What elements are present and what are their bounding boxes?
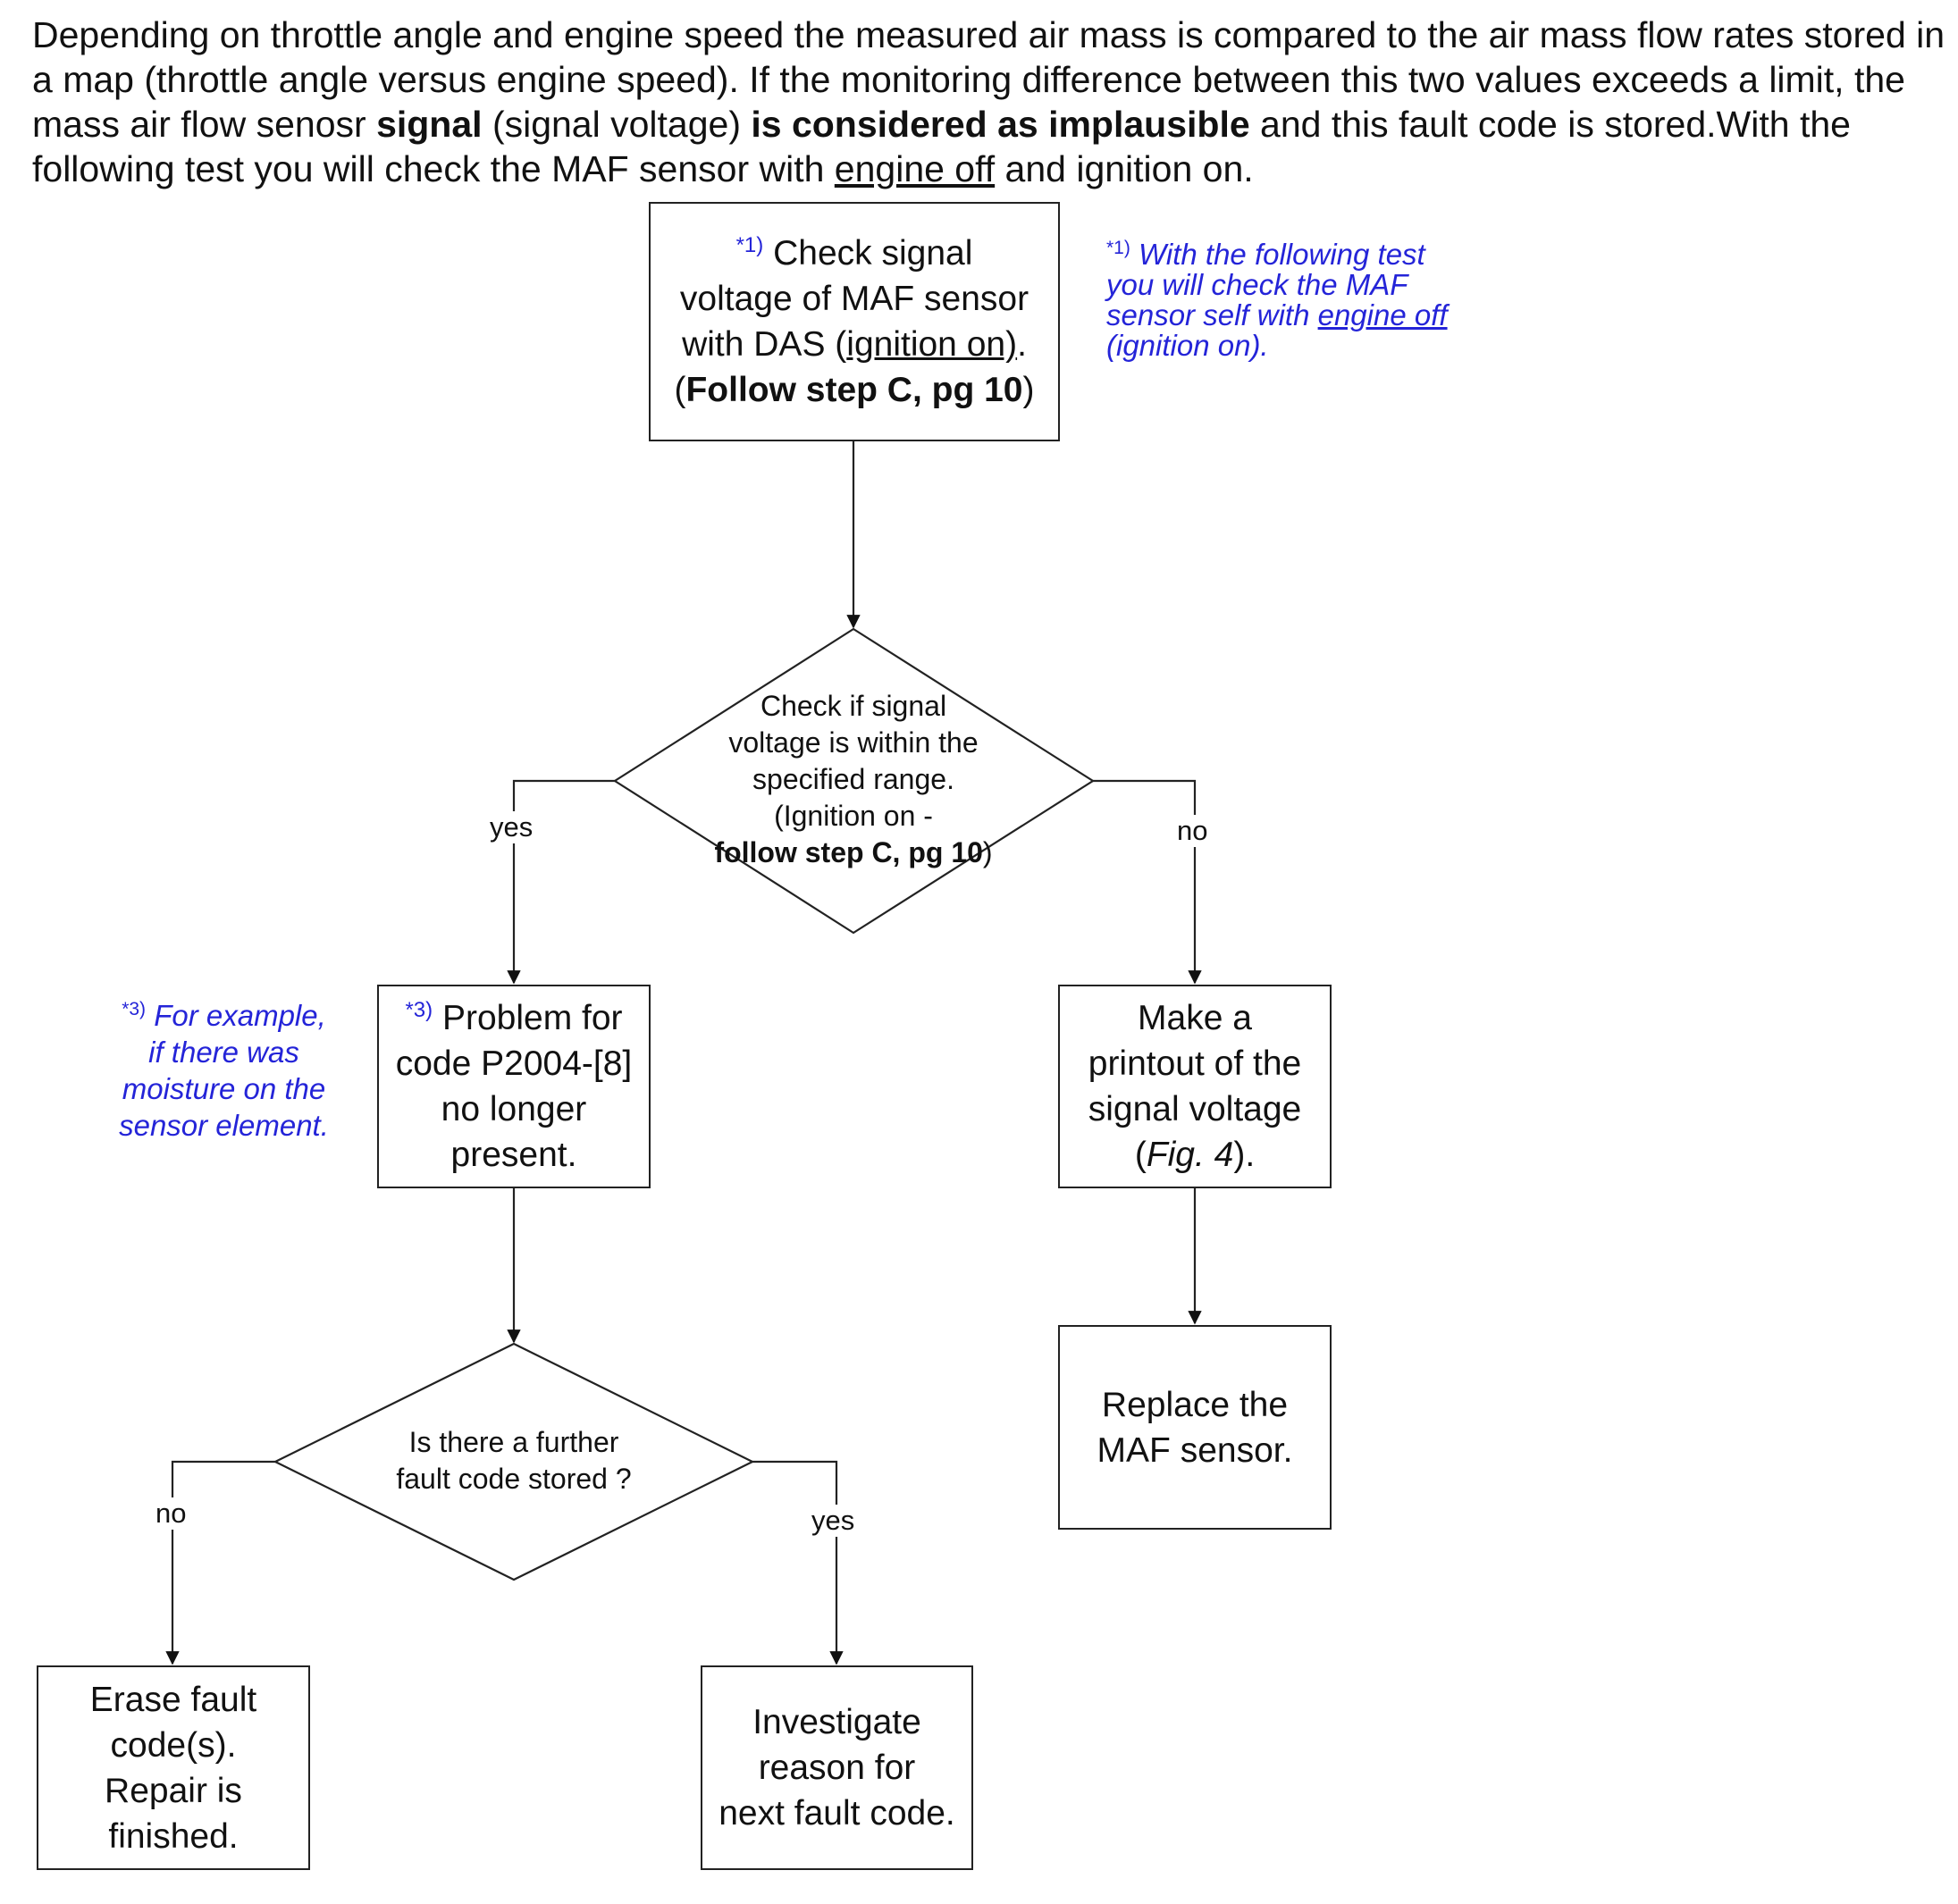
printout-box-line-3: signal voltage [1088,1090,1302,1128]
replace-maf-sensor-box: Replace the MAF sensor. [1058,1325,1332,1530]
arrow-decision1-yes [507,779,615,985]
problem-box-line-4: present. [450,1136,577,1174]
intro-underline-engine-off: engine off [834,148,996,189]
start-box-text-4a: ( [674,371,686,409]
intro-text-3: and this fault code is stored.With the f… [32,104,1851,189]
decision1-yes-label: yes [490,811,534,843]
decision2-line-1: Is there a further [408,1426,619,1458]
note3-line-1: *3) For example, [105,997,342,1034]
decision2-yes-label: yes [811,1505,855,1537]
start-box-check-signal-voltage: *1) Check signal voltage of MAF sensor w… [649,202,1060,441]
problem-box-text-1: Problem for [433,999,623,1037]
footnote-3-text: *3) For example, if there was moisture o… [105,997,342,1144]
intro-text-2: (signal voltage) [482,104,752,145]
erase-box-line-2: code(s). [110,1725,237,1765]
decision1-line-4: (Ignition on - [774,800,933,832]
investigate-next-fault-box: Investigate reason for next fault code. [701,1665,973,1870]
start-box-text-3a: with DAS ( [682,325,847,364]
note3-line-4: sensor element. [119,1109,329,1142]
note3-text-1: For example, [146,999,326,1032]
note1-line-3: sensor self with engine off [1106,300,1448,331]
printout-box-line-2: printout of the [1088,1044,1302,1083]
printout-box-text-4a: ( [1134,1136,1147,1174]
problem-box-line-1: *3) Problem for [405,995,622,1041]
note1-text-3a: sensor self with [1106,298,1318,331]
intro-text-4: and ignition on. [995,148,1254,189]
arrow-decision2-yes [752,1460,844,1665]
start-box-bold-follow-step: Follow step C, pg 10 [685,371,1023,409]
footnote-1-text: *1) With the following test you will che… [1106,239,1448,361]
decision1-diamond [612,627,1096,935]
note3-line-2: if there was [148,1036,299,1069]
note1-underline-engine-off: engine off [1317,298,1448,331]
note1-marker: *1) [1106,238,1130,258]
investigate-box-line-2: reason for [758,1749,916,1787]
start-box-text-4c: ) [1022,371,1035,409]
decision1-line-3: specified range. [752,763,954,795]
decision1-line-5: follow step C, pg 10) [684,835,1023,871]
intro-paragraph: Depending on throttle angle and engine s… [32,13,1954,191]
decision1-text-5c: ) [982,836,993,868]
decision1-bold-follow-step: follow step C, pg 10 [714,836,983,868]
decision2-no-label: no [155,1497,187,1530]
decision2-line-2: fault code stored ? [396,1463,632,1495]
intro-text-1: Depending on throttle angle and engine s… [32,14,1945,145]
start-box-text-3b: . [1017,325,1027,364]
start-box-line-3: with DAS (ignition on). [682,322,1027,367]
replace-box-line-1: Replace the [1101,1385,1289,1424]
note1-line-4: (ignition on). [1106,329,1269,362]
decision1-line-2: voltage is within the [728,726,979,759]
printout-box-fig-ref: Fig. 4 [1146,1136,1234,1174]
arrow-decision1-no [1093,779,1202,985]
problem-no-longer-present-box: *3) Problem for code P2004-[8] no longer… [377,985,651,1188]
start-box-text-1: Check signal [763,234,973,273]
decision2-diamond [273,1342,755,1581]
start-box-line-2: voltage of MAF sensor [679,280,1029,318]
intro-bold-signal: signal [376,104,483,145]
investigate-box-line-1: Investigate [752,1703,921,1741]
printout-box-text-4b: ). [1233,1136,1256,1174]
decision2-text: Is there a further fault code stored ? [362,1424,666,1497]
note1-line-2: you will check the MAF [1106,268,1408,301]
erase-fault-codes-box: Erase fault code(s). Repair is finished. [37,1665,310,1870]
decision1-line-1: Check if signal [760,690,947,722]
note3-line-3: moisture on the [122,1072,326,1105]
decision1-no-label: no [1177,815,1208,847]
problem-box-line-3: no longer [441,1090,587,1128]
note3-marker: *3) [122,999,147,1019]
start-box-underline-ignition-on: ignition on) [846,325,1018,364]
intro-bold-implausible: is considered as implausible [751,104,1250,145]
printout-box-line-1: Make a [1138,999,1252,1037]
erase-box-line-1: Erase fault [89,1680,257,1719]
replace-box-line-2: MAF sensor. [1097,1430,1293,1470]
decision1-text: Check if signal voltage is within the sp… [684,688,1023,871]
note1-line-1: *1) With the following test [1106,239,1448,270]
footnote-marker-3: *3) [405,998,433,1022]
problem-box-line-2: code P2004-[8] [395,1044,633,1083]
investigate-box-line-3: next fault code. [718,1794,955,1833]
footnote-marker-1: *1) [735,233,764,257]
make-printout-box: Make a printout of the signal voltage (F… [1058,985,1332,1188]
printout-box-line-4: (Fig. 4). [1135,1132,1255,1178]
erase-box-line-3: Repair is [105,1771,242,1810]
arrow-decision2-no [165,1460,275,1665]
erase-box-line-4: finished. [108,1816,239,1856]
note1-text-1: With the following test [1130,238,1425,271]
start-box-line-4: (Follow step C, pg 10) [674,367,1034,413]
start-box-line-1: *1) Check signal [736,231,973,276]
